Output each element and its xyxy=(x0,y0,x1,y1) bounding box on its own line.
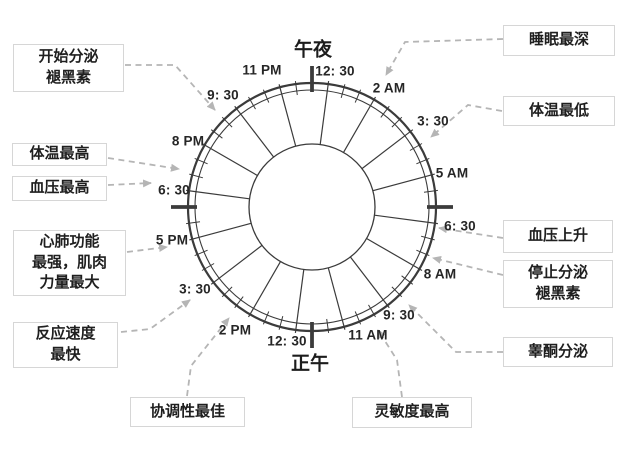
time-330pm: 3: 30 xyxy=(179,281,211,297)
callout-melatonin-stop: 停止分泌 褪黑素 xyxy=(503,260,613,308)
time-2pm: 2 PM xyxy=(218,322,252,338)
arrow-melatonin-start xyxy=(125,64,216,111)
time-8am: 8 AM xyxy=(423,266,457,282)
time-630am: 6: 30 xyxy=(444,218,476,234)
time-11am: 11 AM xyxy=(348,327,388,343)
time-630pm: 6: 30 xyxy=(158,182,190,198)
arrow-melatonin-stop xyxy=(432,256,504,276)
time-5am: 5 AM xyxy=(435,165,469,181)
arrow-bp-rise xyxy=(438,225,504,239)
time-1230pm: 12: 30 xyxy=(267,333,307,349)
callout-melatonin-start: 开始分泌 褪黑素 xyxy=(13,44,124,92)
time-5pm: 5 PM xyxy=(155,232,189,248)
noon-label: 正午 xyxy=(290,353,330,375)
arrow-alertness xyxy=(377,329,403,398)
arrow-bp-highest xyxy=(107,179,152,188)
callout-cardio: 心肺功能 最强，肌肉 力量最大 xyxy=(13,230,126,296)
tick-marks xyxy=(171,66,453,348)
callout-temp-highest: 体温最高 xyxy=(12,143,107,166)
time-1230am: 12: 30 xyxy=(315,63,355,79)
midnight-label: 午夜 xyxy=(293,39,333,61)
callout-bp-rise: 血压上升 xyxy=(503,220,613,253)
arrow-temp-lowest xyxy=(430,104,503,138)
arrow-testosterone xyxy=(408,304,503,353)
callout-temp-lowest: 体温最低 xyxy=(503,96,615,126)
time-330am: 3: 30 xyxy=(417,113,449,129)
time-930am: 9: 30 xyxy=(383,307,415,323)
time-8pm: 8 PM xyxy=(171,133,205,149)
callout-bp-highest: 血压最高 xyxy=(12,176,107,201)
time-2am: 2 AM xyxy=(372,80,406,96)
arrow-cardio xyxy=(126,244,168,253)
arrow-sleep-deepest xyxy=(385,38,504,76)
arrow-temp-highest xyxy=(107,157,180,172)
time-11pm: 11 PM xyxy=(242,62,282,78)
callout-reaction: 反应速度 最快 xyxy=(13,322,118,368)
hub-circle xyxy=(248,143,376,271)
spokes xyxy=(186,81,438,333)
callout-coordination: 协调性最佳 xyxy=(130,397,245,427)
callout-sleep-deepest: 睡眠最深 xyxy=(503,25,615,56)
arrow-reaction xyxy=(120,299,191,333)
time-930pm: 9: 30 xyxy=(207,87,239,103)
callout-alertness: 灵敏度最高 xyxy=(352,397,472,428)
callout-testosterone: 睾酮分泌 xyxy=(503,337,613,367)
